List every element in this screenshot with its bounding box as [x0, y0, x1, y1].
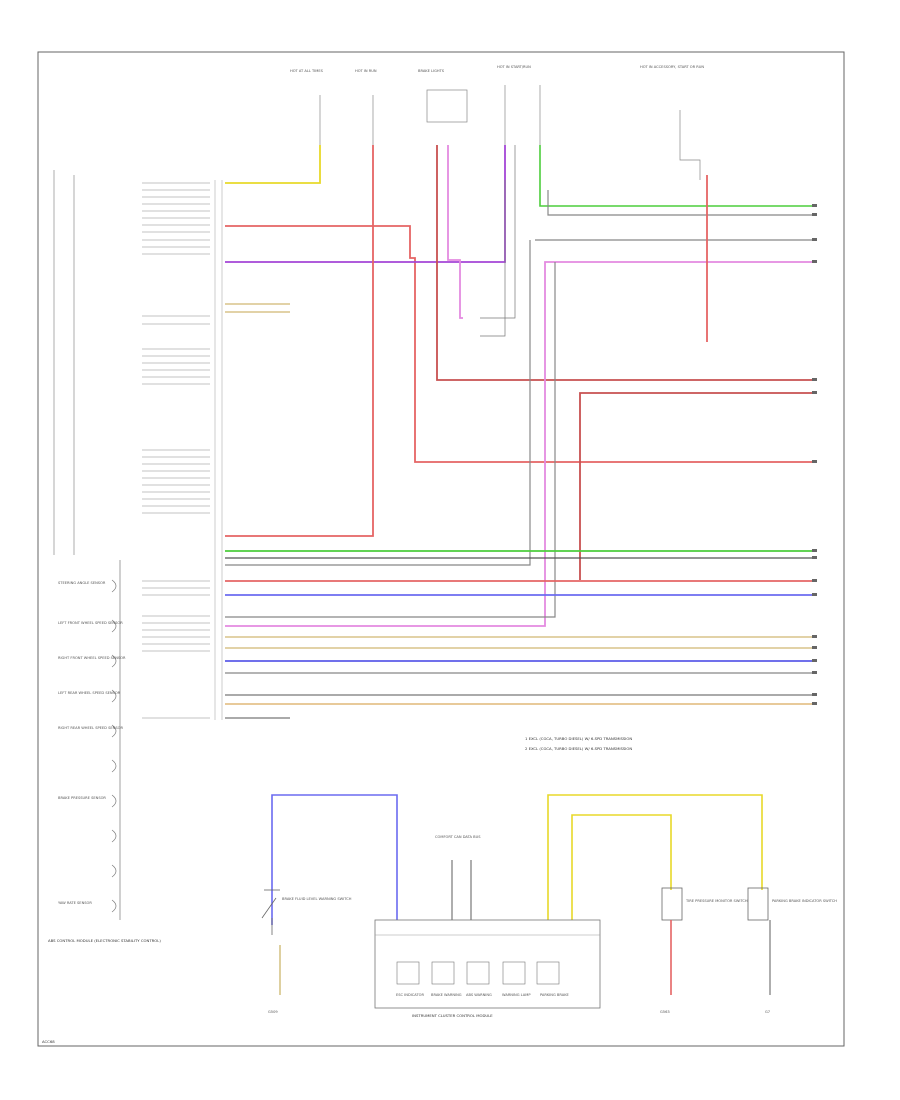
wire-red-brake-2 — [579, 392, 812, 580]
sensor-label-4: RIGHT REAR WHEEL SPEED SENSOR — [58, 726, 123, 730]
sensor-label-2: RIGHT FRONT WHEEL SPEED SENSOR — [58, 656, 126, 660]
sensor-label-0: STEERING ANGLE SENSOR — [58, 581, 106, 585]
label-hot-at-all-times: HOT AT ALL TIMES — [290, 69, 324, 73]
cluster-indicator-labels: ESC INDICATOR BRAKE WARNING ABS WARNING … — [396, 993, 570, 997]
cluster-indicators — [396, 961, 560, 985]
parking-brake-label: PARKING BRAKE INDICATOR SWITCH — [772, 899, 837, 903]
wire-red-brake — [436, 145, 812, 381]
cluster-can-wires — [451, 860, 472, 920]
legend-note-1: 1 EXCL (CGCA, TURBO DIESEL) W/ 6-SPD TRA… — [525, 736, 632, 741]
wire-pink-2 — [225, 261, 812, 627]
wire-red-run — [225, 145, 374, 537]
label-hot-start-run: HOT IN START/RUN — [497, 65, 531, 69]
tire-pressure-switch — [661, 887, 683, 921]
diagram-frame — [37, 51, 845, 1047]
label-hot-in-run: HOT IN RUN — [355, 69, 377, 73]
cluster-label: INSTRUMENT CLUSTER CONTROL MODULE — [412, 1013, 493, 1018]
wire-green-top — [539, 145, 812, 207]
parking-brake-switch — [747, 887, 769, 921]
wire-yellow-bottom-2 — [571, 814, 672, 920]
cluster-top-label: COMFORT CAN DATA BUS — [435, 835, 481, 839]
wire-gray-4 — [225, 240, 531, 566]
instrument-cluster — [374, 919, 601, 1009]
left-sensor-labels: STEERING ANGLE SENSOR LEFT FRONT WHEEL S… — [58, 581, 126, 905]
sensor-label-1: LEFT FRONT WHEEL SPEED SENSOR — [58, 621, 123, 625]
parking-ground-label: G7 — [765, 1010, 770, 1014]
sensor-label-5: BRAKE PRESSURE SENSOR — [58, 796, 106, 800]
legend-note-2: 2 EXCL (CGCA, TURBO DIESEL) W/ 6-SPD TRA… — [525, 746, 632, 751]
indicator-4: PARKING BRAKE — [540, 993, 570, 997]
footer-code: ACC68 — [42, 1039, 55, 1044]
indicator-1: BRAKE WARNING — [431, 993, 462, 997]
label-hot-accessory: HOT IN ACCESSORY, START OR RUN — [640, 65, 704, 69]
top-labels: HOT AT ALL TIMES HOT IN RUN BRAKE LIGHTS… — [290, 65, 704, 73]
right-terminals — [812, 204, 817, 705]
wire-pink — [447, 145, 463, 319]
wire-gray-5 — [225, 262, 556, 618]
brake-fluid-switch — [261, 889, 280, 935]
fuse-group-top — [319, 85, 701, 180]
wire-yellow-top — [225, 145, 321, 184]
left-sensors — [111, 560, 121, 920]
indicator-2: ABS WARNING — [466, 993, 492, 997]
wire-gray-1 — [480, 145, 516, 319]
wire-yellow-bottom — [547, 794, 763, 920]
brake-ground-label: G509 — [268, 1010, 278, 1014]
connector-pins — [142, 182, 210, 719]
pin-numbers — [214, 180, 223, 720]
wire-gray-top-r — [547, 190, 812, 216]
wire-violet — [225, 145, 506, 263]
tire-ground-label: G563 — [660, 1010, 670, 1014]
label-brake-lights: BRAKE LIGHTS — [418, 69, 445, 73]
brake-switch-label: BRAKE FLUID LEVEL WARNING SWITCH — [282, 897, 352, 901]
indicator-3: WARNING LAMP — [502, 993, 531, 997]
sensor-label-6: YAW RATE SENSOR — [58, 901, 92, 905]
wire-gray-2 — [480, 180, 506, 337]
indicator-0: ESC INDICATOR — [396, 993, 424, 997]
tire-pressure-label: TIRE PRESSURE MONITOR SWITCH — [685, 899, 748, 903]
sensor-label-3: LEFT REAR WHEEL SPEED SENSOR — [58, 691, 121, 695]
wire-blue-bottom — [271, 794, 398, 925]
wire-red-1 — [225, 225, 812, 463]
left-module-label: ABS CONTROL MODULE (ELECTRONIC STABILITY… — [48, 938, 161, 943]
